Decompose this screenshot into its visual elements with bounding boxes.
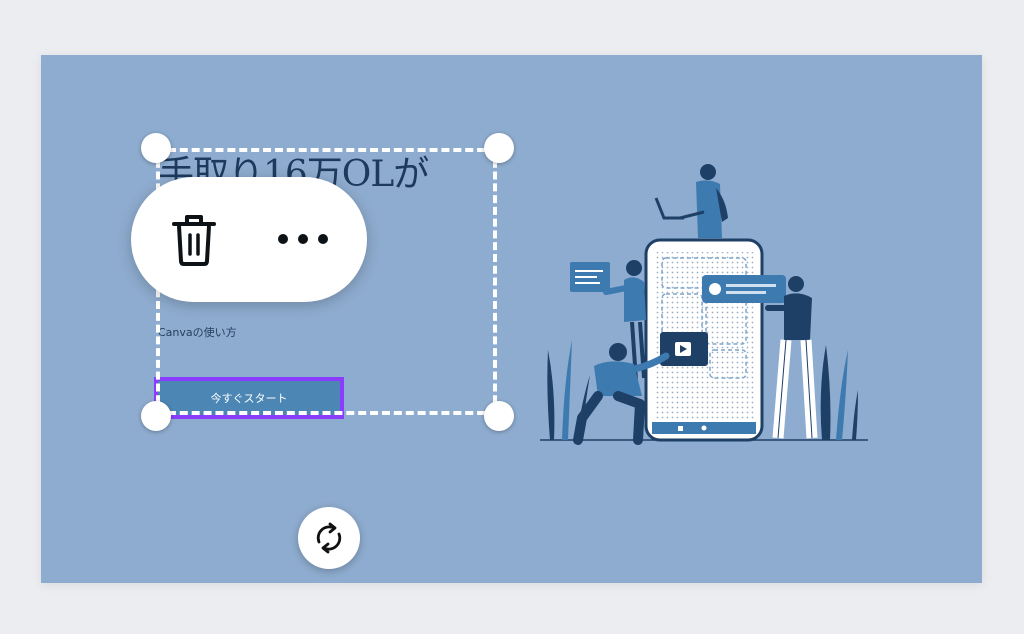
team-phone-illustration[interactable] — [540, 160, 870, 445]
resize-handle-top-left[interactable] — [141, 133, 171, 163]
rotate-icon[interactable] — [298, 507, 360, 569]
trash-icon[interactable] — [166, 210, 222, 270]
resize-handle-top-right[interactable] — [484, 133, 514, 163]
resize-handle-bottom-right[interactable] — [484, 401, 514, 431]
more-horizontal-icon[interactable] — [270, 218, 336, 260]
subtext[interactable]: Canvaの使い方 — [158, 326, 237, 339]
resize-handle-bottom-left[interactable] — [141, 401, 171, 431]
cta-button[interactable]: 今すぐスタート — [158, 381, 340, 415]
